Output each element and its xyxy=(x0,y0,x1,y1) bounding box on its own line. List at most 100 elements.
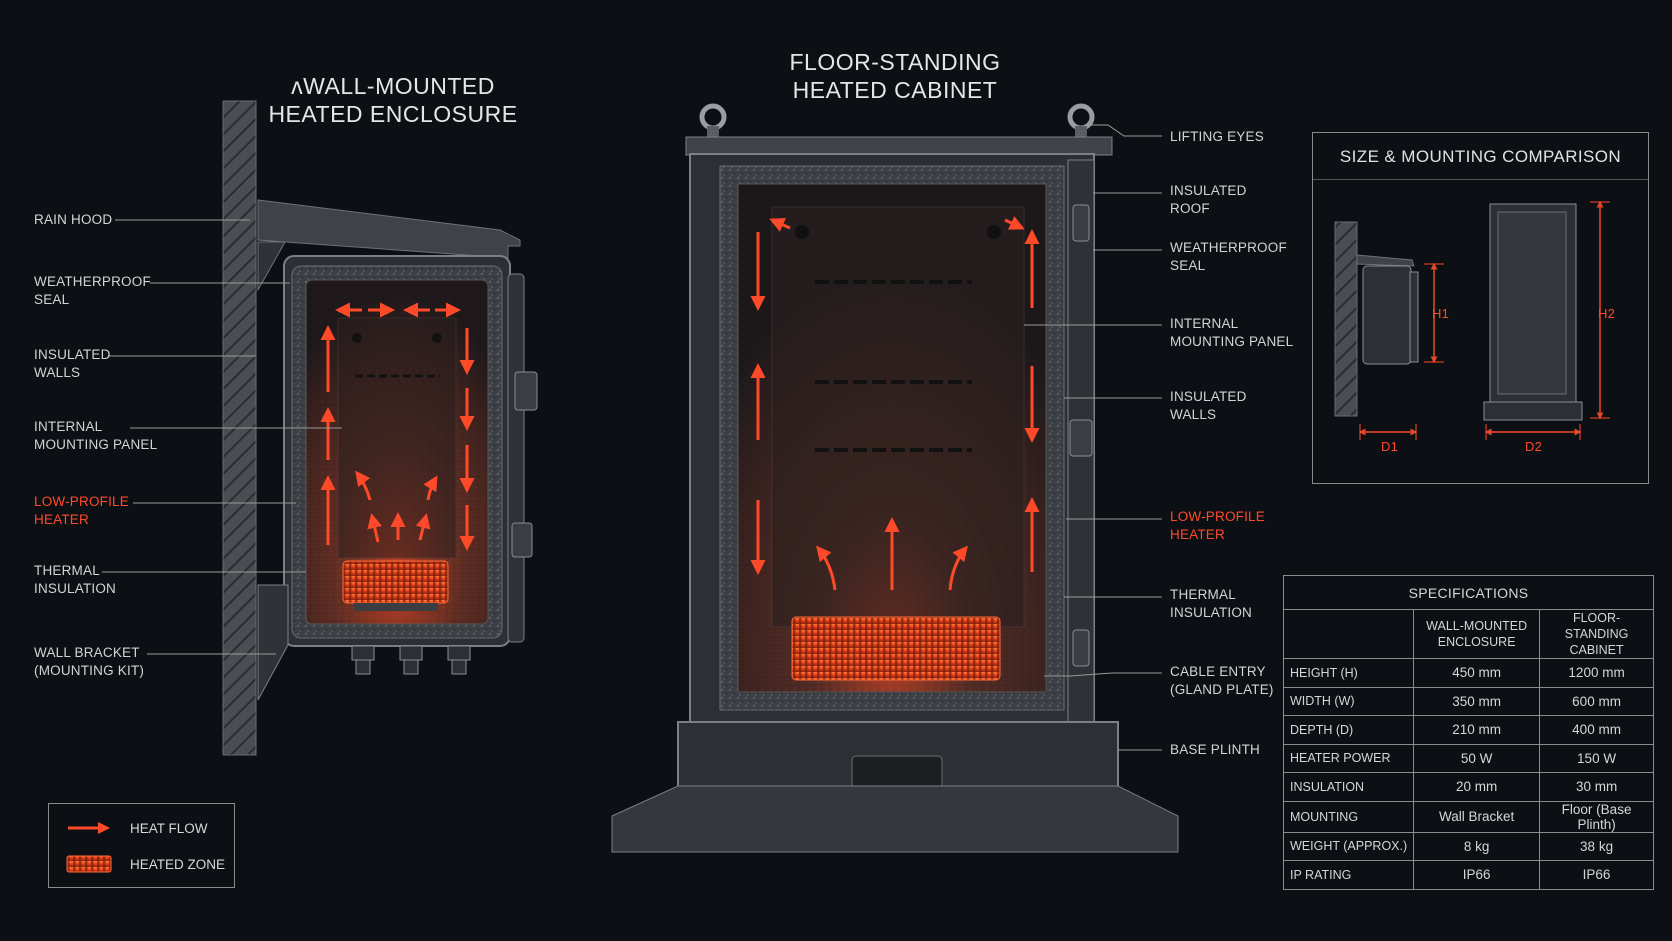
label-insulated-walls-left: INSULATED WALLS xyxy=(34,346,111,382)
left-leader-lines xyxy=(102,219,342,655)
mini-wall-door xyxy=(1409,271,1419,363)
floor-title-line-1: FLOOR-STANDING xyxy=(789,49,1001,75)
label-line: (GLAND PLATE) xyxy=(1170,682,1274,697)
wall-title-line-1: ᴧWALL-MOUNTED xyxy=(291,73,495,99)
label-line: WALL BRACKET xyxy=(34,645,140,660)
spec-label: INSULATION xyxy=(1282,772,1415,802)
heated-zone-swatch-icon xyxy=(66,855,112,873)
label-line: BASE PLINTH xyxy=(1170,742,1260,757)
legend-heated-zone: HEATED ZONE xyxy=(66,855,225,873)
label-line: INSULATED xyxy=(1170,389,1247,404)
mini-hood xyxy=(1356,254,1415,267)
label-line: SEAL xyxy=(1170,258,1206,273)
panel-keyhole xyxy=(795,225,809,239)
label-line: WEATHERPROOF xyxy=(1170,240,1287,255)
spec-floor-value: 1200 mm xyxy=(1539,658,1654,688)
door-latch xyxy=(514,371,538,411)
label-line: THERMAL xyxy=(34,563,100,578)
spec-label: WIDTH (W) xyxy=(1282,686,1415,716)
label-cable-entry: CABLE ENTRY (GLAND PLATE) xyxy=(1170,663,1274,699)
spec-label: WEIGHT (APPROX.) xyxy=(1282,831,1415,861)
label-mounting-panel-right: INTERNAL MOUNTING PANEL xyxy=(1170,315,1293,351)
header-line: ENCLOSURE xyxy=(1437,635,1516,649)
rain-hood xyxy=(257,199,521,259)
spec-floor-value: 150 W xyxy=(1539,743,1654,773)
spec-floor-value: 38 kg xyxy=(1539,831,1654,861)
header-line: FLOOR-STANDING xyxy=(1564,611,1629,641)
spec-label: IP RATING xyxy=(1282,860,1415,890)
comparison-drawings xyxy=(1334,200,1610,440)
floor-cabinet-title: FLOOR-STANDING HEATED CABINET xyxy=(770,48,1020,104)
spec-label: MOUNTING xyxy=(1282,800,1415,833)
wall-heater-base xyxy=(354,603,438,611)
size-comparison-panel: SIZE & MOUNTING COMPARISON xyxy=(1312,132,1649,484)
specs-header-blank xyxy=(1282,609,1415,659)
door-hinge xyxy=(511,522,533,558)
door-hinge xyxy=(1072,204,1090,242)
label-line: WALLS xyxy=(1170,407,1217,422)
label-thermal-insulation-left: THERMAL INSULATION xyxy=(34,562,116,598)
label-heater-right: LOW-PROFILE HEATER xyxy=(1170,508,1265,544)
table-row: HEATER POWER 50 W 150 W xyxy=(1282,743,1654,773)
specifications-table: SPECIFICATIONS WALL-MOUNTED ENCLOSURE FL… xyxy=(1282,575,1654,890)
wall-heat-arrows xyxy=(320,302,475,551)
dim-label-h2: H2 xyxy=(1598,306,1616,321)
wall-heater xyxy=(342,560,449,604)
floor-title-line-2: HEATED CABINET xyxy=(792,77,998,103)
label-heater-left: LOW-PROFILE HEATER xyxy=(34,493,129,529)
label-line: INTERNAL xyxy=(34,419,103,434)
spec-label: DEPTH (D) xyxy=(1282,715,1415,745)
label-line: SEAL xyxy=(34,292,70,307)
label-wall-bracket: WALL BRACKET (MOUNTING KIT) xyxy=(34,644,144,680)
mini-plinth xyxy=(1483,401,1583,421)
comparison-divider xyxy=(1313,179,1648,180)
spec-label: HEATER POWER xyxy=(1282,743,1415,773)
label-line: MOUNTING PANEL xyxy=(34,437,158,452)
lifting-eye-post xyxy=(707,126,719,138)
table-row: MOUNTING Wall Bracket Floor (Base Plinth… xyxy=(1282,800,1654,833)
dim-label-d2: D2 xyxy=(1525,439,1543,454)
label-line: CABLE ENTRY xyxy=(1170,664,1266,679)
specs-col-wall: WALL-MOUNTED ENCLOSURE xyxy=(1413,609,1541,659)
label-line: MOUNTING PANEL xyxy=(1170,334,1294,349)
label-base-plinth: BASE PLINTH xyxy=(1170,741,1260,759)
label-line: LIFTING EYES xyxy=(1170,129,1264,144)
cabinet-heater xyxy=(791,616,1001,681)
legend: HEAT FLOW HEATED ZONE xyxy=(48,803,235,888)
mini-wall xyxy=(1334,221,1358,417)
label-line: WALLS xyxy=(34,365,81,380)
spec-wall-value: 350 mm xyxy=(1413,686,1541,716)
dimension-ticks xyxy=(1359,201,1610,440)
heat-flow-arrow-icon xyxy=(66,819,112,837)
door-latch xyxy=(1069,419,1093,457)
label-line: THERMAL xyxy=(1170,587,1236,602)
legend-heated-zone-label: HEATED ZONE xyxy=(130,856,226,872)
label-rain-hood: RAIN HOOD xyxy=(34,211,112,229)
rain-hood-brace xyxy=(257,241,286,292)
spec-wall-value: 20 mm xyxy=(1413,772,1541,802)
label-mounting-panel-left: INTERNAL MOUNTING PANEL xyxy=(34,418,157,454)
label-line: LOW-PROFILE xyxy=(34,494,129,509)
heater-swatch-icon xyxy=(66,855,112,873)
wall-enclosure-title: ᴧWALL-MOUNTED HEATED ENCLOSURE xyxy=(268,72,518,128)
label-line: INSULATION xyxy=(34,581,117,596)
label-line: RAIN HOOD xyxy=(34,212,113,227)
panel-keyhole xyxy=(352,333,362,343)
spec-floor-value: Floor (Base Plinth) xyxy=(1539,800,1654,833)
spec-wall-value: 450 mm xyxy=(1413,658,1541,688)
spec-floor-value: 600 mm xyxy=(1539,686,1654,716)
table-row: WIDTH (W) 350 mm 600 mm xyxy=(1282,686,1654,716)
door-hinge xyxy=(1072,629,1090,667)
cabinet-roof xyxy=(685,136,1113,156)
label-line: HEATER xyxy=(1170,527,1225,542)
cabinet-heat-arrows xyxy=(750,216,1040,591)
header-line: CABINET xyxy=(1569,643,1624,657)
label-line: INSULATED xyxy=(34,347,111,362)
spec-floor-value: 30 mm xyxy=(1539,772,1654,802)
spec-wall-value: 210 mm xyxy=(1413,715,1541,745)
label-weatherproof-seal-left: WEATHERPROOF SEAL xyxy=(34,273,151,309)
spec-floor-value: 400 mm xyxy=(1539,715,1654,745)
wall-bracket xyxy=(257,584,289,701)
floor-standing-cabinet xyxy=(611,103,1179,853)
